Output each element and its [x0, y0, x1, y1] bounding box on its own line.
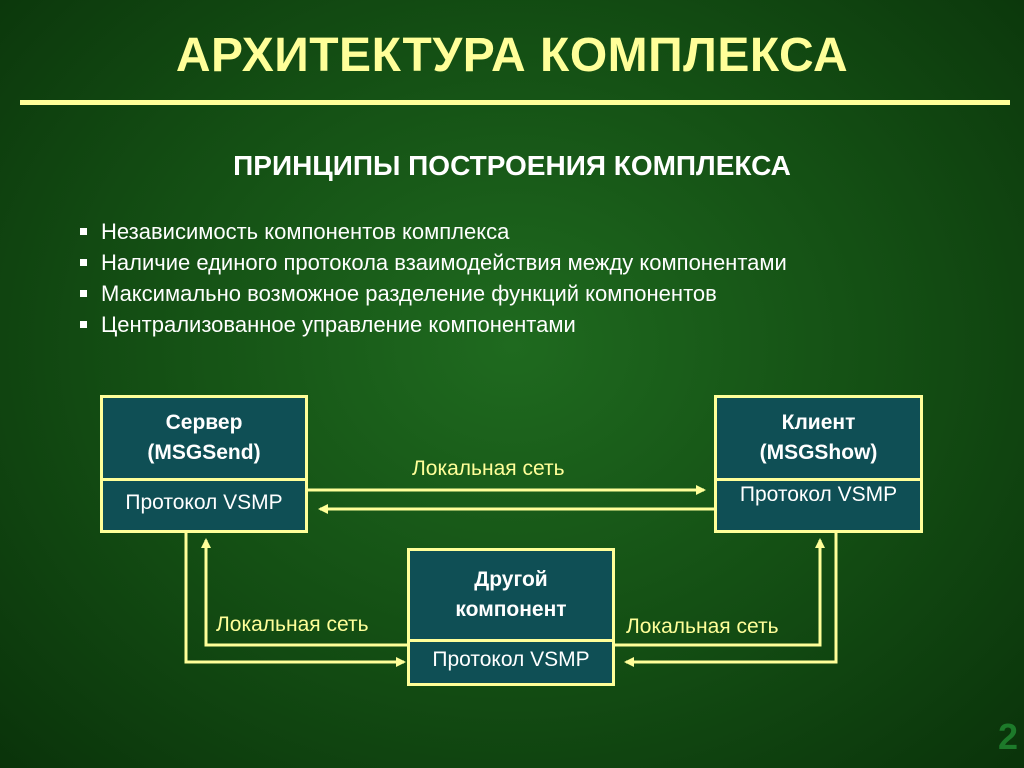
bullet-square-icon	[80, 321, 87, 328]
principles-list: Независимость компонентов комплекса Нали…	[80, 216, 787, 340]
list-item: Максимально возможное разделение функций…	[80, 278, 787, 309]
link-other-to-client	[615, 538, 825, 647]
server-node-header: Сервер (MSGSend)	[103, 398, 305, 481]
other-protocol: Протокол VSMP	[432, 647, 590, 671]
list-item: Наличие единого протокола взаимодействия…	[80, 247, 787, 278]
title-divider	[20, 100, 1010, 105]
client-name: Клиент	[781, 411, 856, 434]
bullet-square-icon	[80, 290, 87, 297]
server-module: (MSGSend)	[147, 441, 261, 464]
server-protocol: Протокол VSMP	[125, 490, 283, 514]
client-node: Клиент (MSGShow) Протокол VSMP	[714, 395, 923, 533]
section-heading: ПРИНЦИПЫ ПОСТРОЕНИЯ КОМПЛЕКСА	[233, 150, 791, 181]
slide-title: АРХИТЕКТУРА КОМПЛЕКСА	[175, 29, 849, 82]
lan-label-other-client: Локальная сеть	[626, 615, 779, 638]
link-client-to-other	[624, 532, 838, 667]
bullet-square-icon	[80, 228, 87, 235]
server-name: Сервер	[165, 411, 243, 434]
other-node-header: Другой компонент	[410, 551, 612, 642]
list-item: Независимость компонентов комплекса	[80, 216, 787, 247]
client-protocol: Протокол VSMP	[739, 483, 898, 506]
server-node: Сервер (MSGSend) Протокол VSMP	[100, 395, 308, 533]
other-module: компонент	[455, 598, 567, 621]
lan-label-server-client: Локальная сеть	[412, 457, 565, 480]
bullet-square-icon	[80, 259, 87, 266]
page-number: 2	[997, 716, 1018, 757]
other-component-node: Другой компонент Протокол VSMP	[407, 548, 615, 686]
other-name: Другой	[474, 568, 548, 591]
client-node-header: Клиент (MSGShow)	[717, 398, 920, 481]
lan-label-server-other: Локальная сеть	[216, 613, 369, 636]
link-other-to-server	[201, 538, 409, 647]
list-item: Централизованное управление компонентами	[80, 309, 787, 340]
client-module: (MSGShow)	[759, 441, 878, 464]
link-server-to-other	[184, 532, 406, 667]
